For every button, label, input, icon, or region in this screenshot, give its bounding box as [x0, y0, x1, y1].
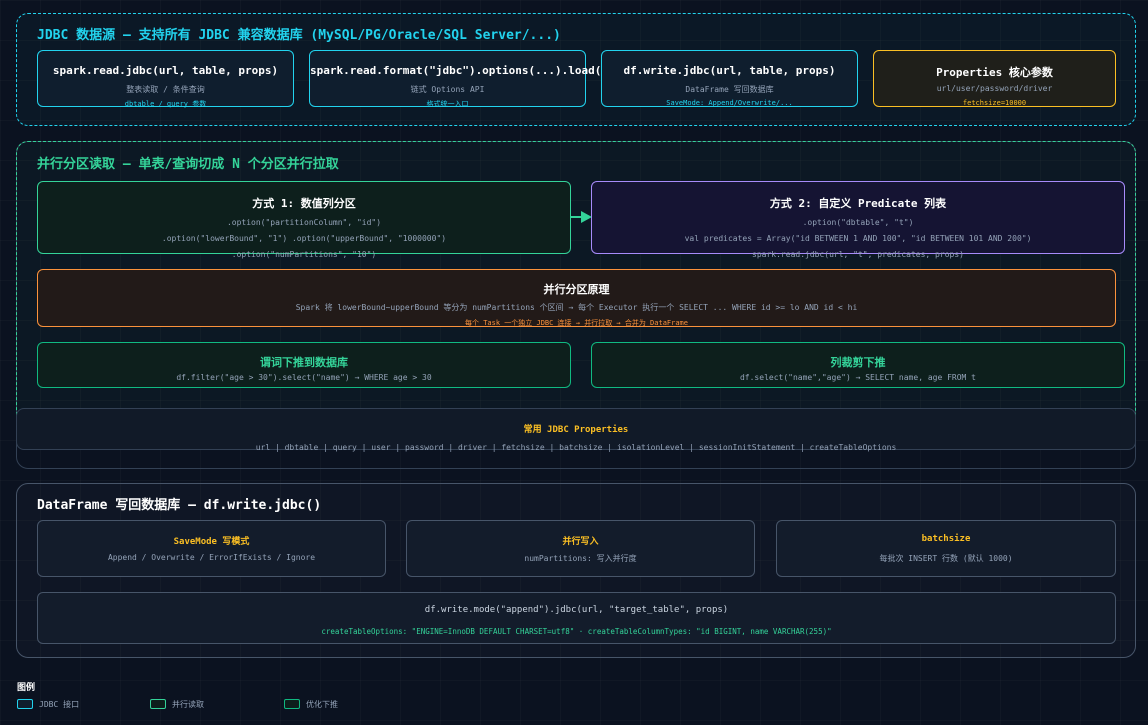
- write-code-hint: createTableOptions: "ENGINE=InnoDB DEFAU…: [321, 627, 832, 636]
- pushdown-column-desc: df.select("name","age") → SELECT name, a…: [739, 373, 976, 382]
- legend-label: JDBC 接口: [39, 700, 80, 709]
- card-title: spark.read.format("jdbc").options(...).l…: [310, 64, 609, 77]
- jdbc-section-title: JDBC 数据源 — 支持所有 JDBC 兼容数据库 (MySQL/PG/Ora…: [37, 28, 561, 43]
- card-desc: 链式 Options API: [410, 85, 485, 94]
- pushdown-column-card[interactable]: 列裁剪下推 df.select("name","age") → SELECT n…: [591, 342, 1125, 388]
- card-title: spark.read.jdbc(url, table, props): [52, 64, 279, 77]
- card-hint: fetchsize=10000: [962, 99, 1027, 107]
- pushdown-predicate-title: 谓词下推到数据库: [260, 356, 348, 369]
- savemode-card[interactable]: SaveMode 写模式 Append / Overwrite / ErrorI…: [37, 520, 386, 577]
- legend-label: 优化下推: [306, 700, 338, 709]
- legend-title: 图例: [17, 683, 36, 693]
- jdbc-properties-title: 常用 JDBC Properties: [523, 425, 629, 435]
- method1-line-1: .option("partitionColumn", "id"): [226, 218, 382, 227]
- batchsize-card[interactable]: batchsize 每批次 INSERT 行数 (默认 1000): [776, 520, 1116, 577]
- card-desc: url/user/password/driver: [936, 84, 1053, 93]
- card-properties[interactable]: Properties 核心参数 url/user/password/driver…: [873, 50, 1116, 107]
- arrow-right-icon: [571, 211, 592, 223]
- method2-line-1: .option("dbtable", "t"): [802, 218, 914, 227]
- principle-desc: Spark 将 lowerBound~upperBound 等分为 numPar…: [295, 303, 858, 312]
- card-hint: 格式统一入口: [426, 100, 469, 108]
- card-spark-read-format[interactable]: spark.read.format("jdbc").options(...).l…: [309, 50, 609, 108]
- card-title: df.write.jdbc(url, table, props): [623, 64, 836, 77]
- principle-hint: 每个 Task 一个独立 JDBC 连接 → 并行拉取 → 合并为 DataFr…: [464, 319, 688, 327]
- method1-line-2: .option("lowerBound", "1") .option("uppe…: [161, 234, 447, 243]
- card-spark-read-jdbc[interactable]: spark.read.jdbc(url, table, props) 整表读取 …: [37, 50, 294, 108]
- parallel-write-desc: numPartitions: 写入并行度: [524, 554, 637, 563]
- card-desc: DataFrame 写回数据库: [685, 85, 774, 94]
- card-title: Properties 核心参数: [936, 66, 1053, 79]
- write-code-card[interactable]: df.write.mode("append").jdbc(url, "targe…: [37, 592, 1116, 644]
- method1-card[interactable]: 方式 1: 数值列分区 .option("partitionColumn", "…: [37, 181, 571, 259]
- pushdown-predicate-desc: df.filter("age > 30").select("name") → W…: [176, 373, 432, 382]
- parallel-write-title: 并行写入: [562, 537, 599, 547]
- jdbc-properties-list: url | dbtable | query | user | password …: [255, 443, 897, 452]
- savemode-desc: Append / Overwrite / ErrorIfExists / Ign…: [107, 553, 316, 562]
- card-hint: SaveMode: Append/Overwrite/...: [666, 99, 793, 107]
- legend-label: 并行读取: [172, 700, 204, 709]
- jdbc-section: [16, 13, 1136, 126]
- parallel-write-card[interactable]: 并行写入 numPartitions: 写入并行度: [406, 520, 755, 577]
- card-desc: 整表读取 / 条件查询: [126, 85, 205, 94]
- method1-title: 方式 1: 数值列分区: [252, 197, 356, 210]
- batchsize-title: batchsize: [921, 534, 971, 544]
- method2-line-3: spark.read.jdbc(url, "t", predicates, pr…: [752, 250, 964, 259]
- legend-swatch-pushdown: [284, 699, 300, 709]
- pushdown-column-title: 列裁剪下推: [830, 356, 886, 369]
- card-df-write-jdbc[interactable]: df.write.jdbc(url, table, props) DataFra…: [601, 50, 858, 107]
- write-section: [16, 483, 1136, 658]
- partition-section-title: 并行分区读取 — 单表/查询切成 N 个分区并行拉取: [37, 157, 339, 172]
- method2-line-2: val predicates = Array("id BETWEEN 1 AND…: [684, 234, 1032, 243]
- savemode-title: SaveMode 写模式: [173, 537, 250, 547]
- method2-title: 方式 2: 自定义 Predicate 列表: [769, 197, 947, 210]
- legend-swatch-parallel: [150, 699, 166, 709]
- principle-title: 并行分区原理: [543, 283, 610, 296]
- batchsize-desc: 每批次 INSERT 行数 (默认 1000): [879, 554, 1013, 563]
- principle-card[interactable]: 并行分区原理 Spark 将 lowerBound~upperBound 等分为…: [37, 269, 1116, 327]
- legend-swatch-jdbc: [17, 699, 33, 709]
- method1-line-3: .option("numPartitions", "10"): [231, 250, 377, 259]
- jdbc-properties-card[interactable]: 常用 JDBC Properties url | dbtable | query…: [16, 408, 1136, 452]
- method2-card[interactable]: 方式 2: 自定义 Predicate 列表 .option("dbtable"…: [591, 181, 1125, 259]
- pushdown-predicate-card[interactable]: 谓词下推到数据库 df.filter("age > 30").select("n…: [37, 342, 571, 388]
- card-hint: dbtable / query 参数: [124, 100, 207, 108]
- write-code: df.write.mode("append").jdbc(url, "targe…: [424, 605, 729, 615]
- write-section-title: DataFrame 写回数据库 — df.write.jdbc(): [37, 498, 322, 513]
